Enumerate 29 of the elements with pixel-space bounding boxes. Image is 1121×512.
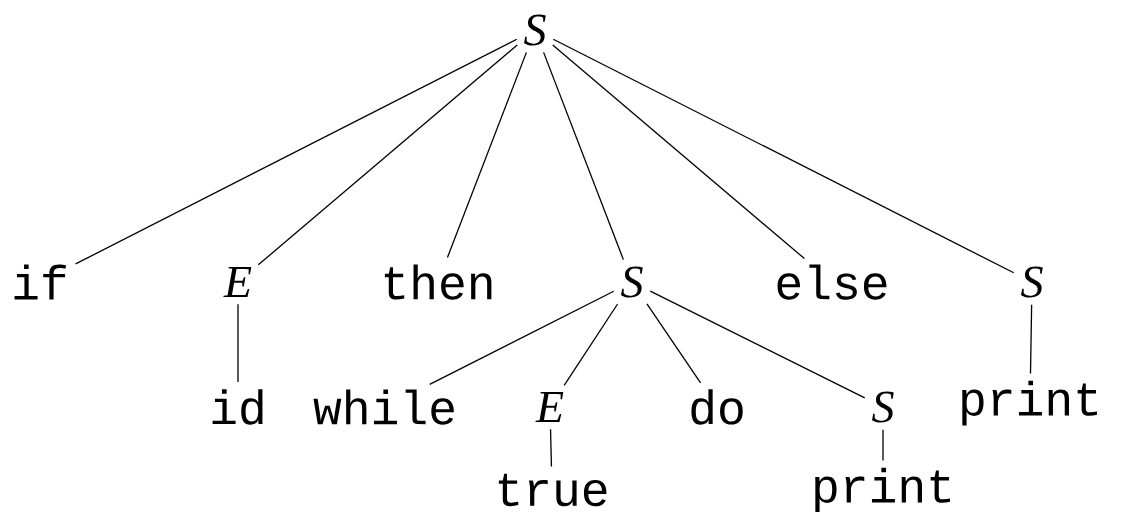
- terminal-symbol: then: [384, 264, 492, 300]
- terminal-symbol: else: [777, 264, 887, 300]
- tree-branch: [74, 38, 518, 265]
- terminal-symbol: print: [815, 467, 951, 512]
- tree-branch: [563, 303, 619, 387]
- nonterminal-symbol: S: [621, 266, 643, 298]
- tree-branch: [649, 290, 866, 399]
- nonterminal-symbol: E: [535, 391, 564, 423]
- tree-branch: [646, 303, 702, 384]
- nonterminal-symbol: E: [223, 266, 252, 298]
- terminal-symbol: id: [212, 389, 263, 425]
- nonterminal-symbol: S: [1021, 266, 1043, 298]
- tree-branch: [552, 44, 806, 260]
- nonterminal-symbol: S: [872, 391, 894, 423]
- tree-branch: [549, 428, 553, 468]
- terminal-symbol: while: [313, 389, 454, 425]
- tree-branch: [257, 44, 518, 266]
- tree-branch: [552, 38, 1015, 274]
- terminal-symbol: print: [962, 380, 1098, 426]
- tree-branch: [429, 290, 615, 386]
- nonterminal-symbol: S: [524, 14, 546, 46]
- tree-branch: [542, 51, 625, 261]
- tree-branch: [237, 303, 239, 383]
- terminal-symbol: true: [498, 473, 607, 507]
- tree-branch: [882, 429, 884, 462]
- terminal-symbol: if: [14, 264, 66, 300]
- terminal-symbol: do: [691, 389, 743, 425]
- tree-branch: [1029, 304, 1033, 375]
- tree-branch: [446, 51, 528, 259]
